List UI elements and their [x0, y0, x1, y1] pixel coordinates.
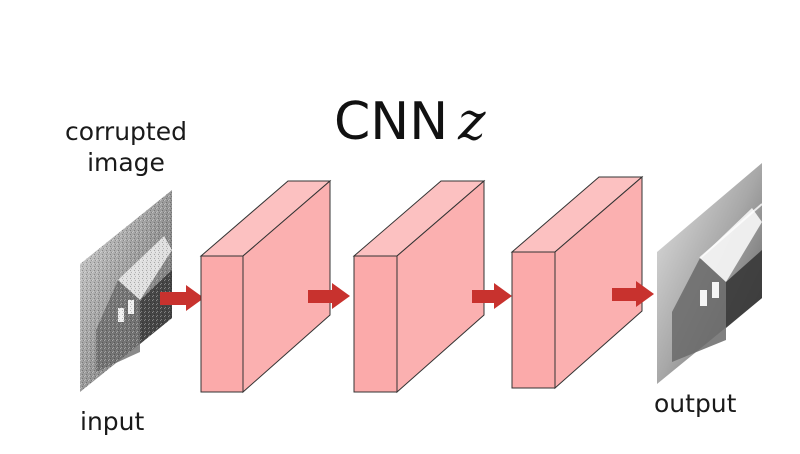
title-text: CNN: [334, 92, 449, 152]
input-label: input: [80, 407, 145, 436]
arrow-layer-2-to-3: [472, 283, 512, 309]
conv-layer-2: [352, 179, 486, 394]
conv-layer-3: [510, 175, 644, 390]
input-image: [80, 190, 172, 392]
conv-layer-1: [199, 179, 332, 394]
arrow-input-to-layer-1: [160, 285, 204, 311]
title-symbol: z: [458, 92, 486, 152]
output-image: [657, 163, 763, 384]
arrow-layer-1-to-2: [308, 283, 350, 309]
arrow-layer-3-to-output: [612, 281, 654, 307]
corrupted-image-label: corrupted image: [65, 117, 187, 177]
output-label: output: [654, 389, 737, 418]
